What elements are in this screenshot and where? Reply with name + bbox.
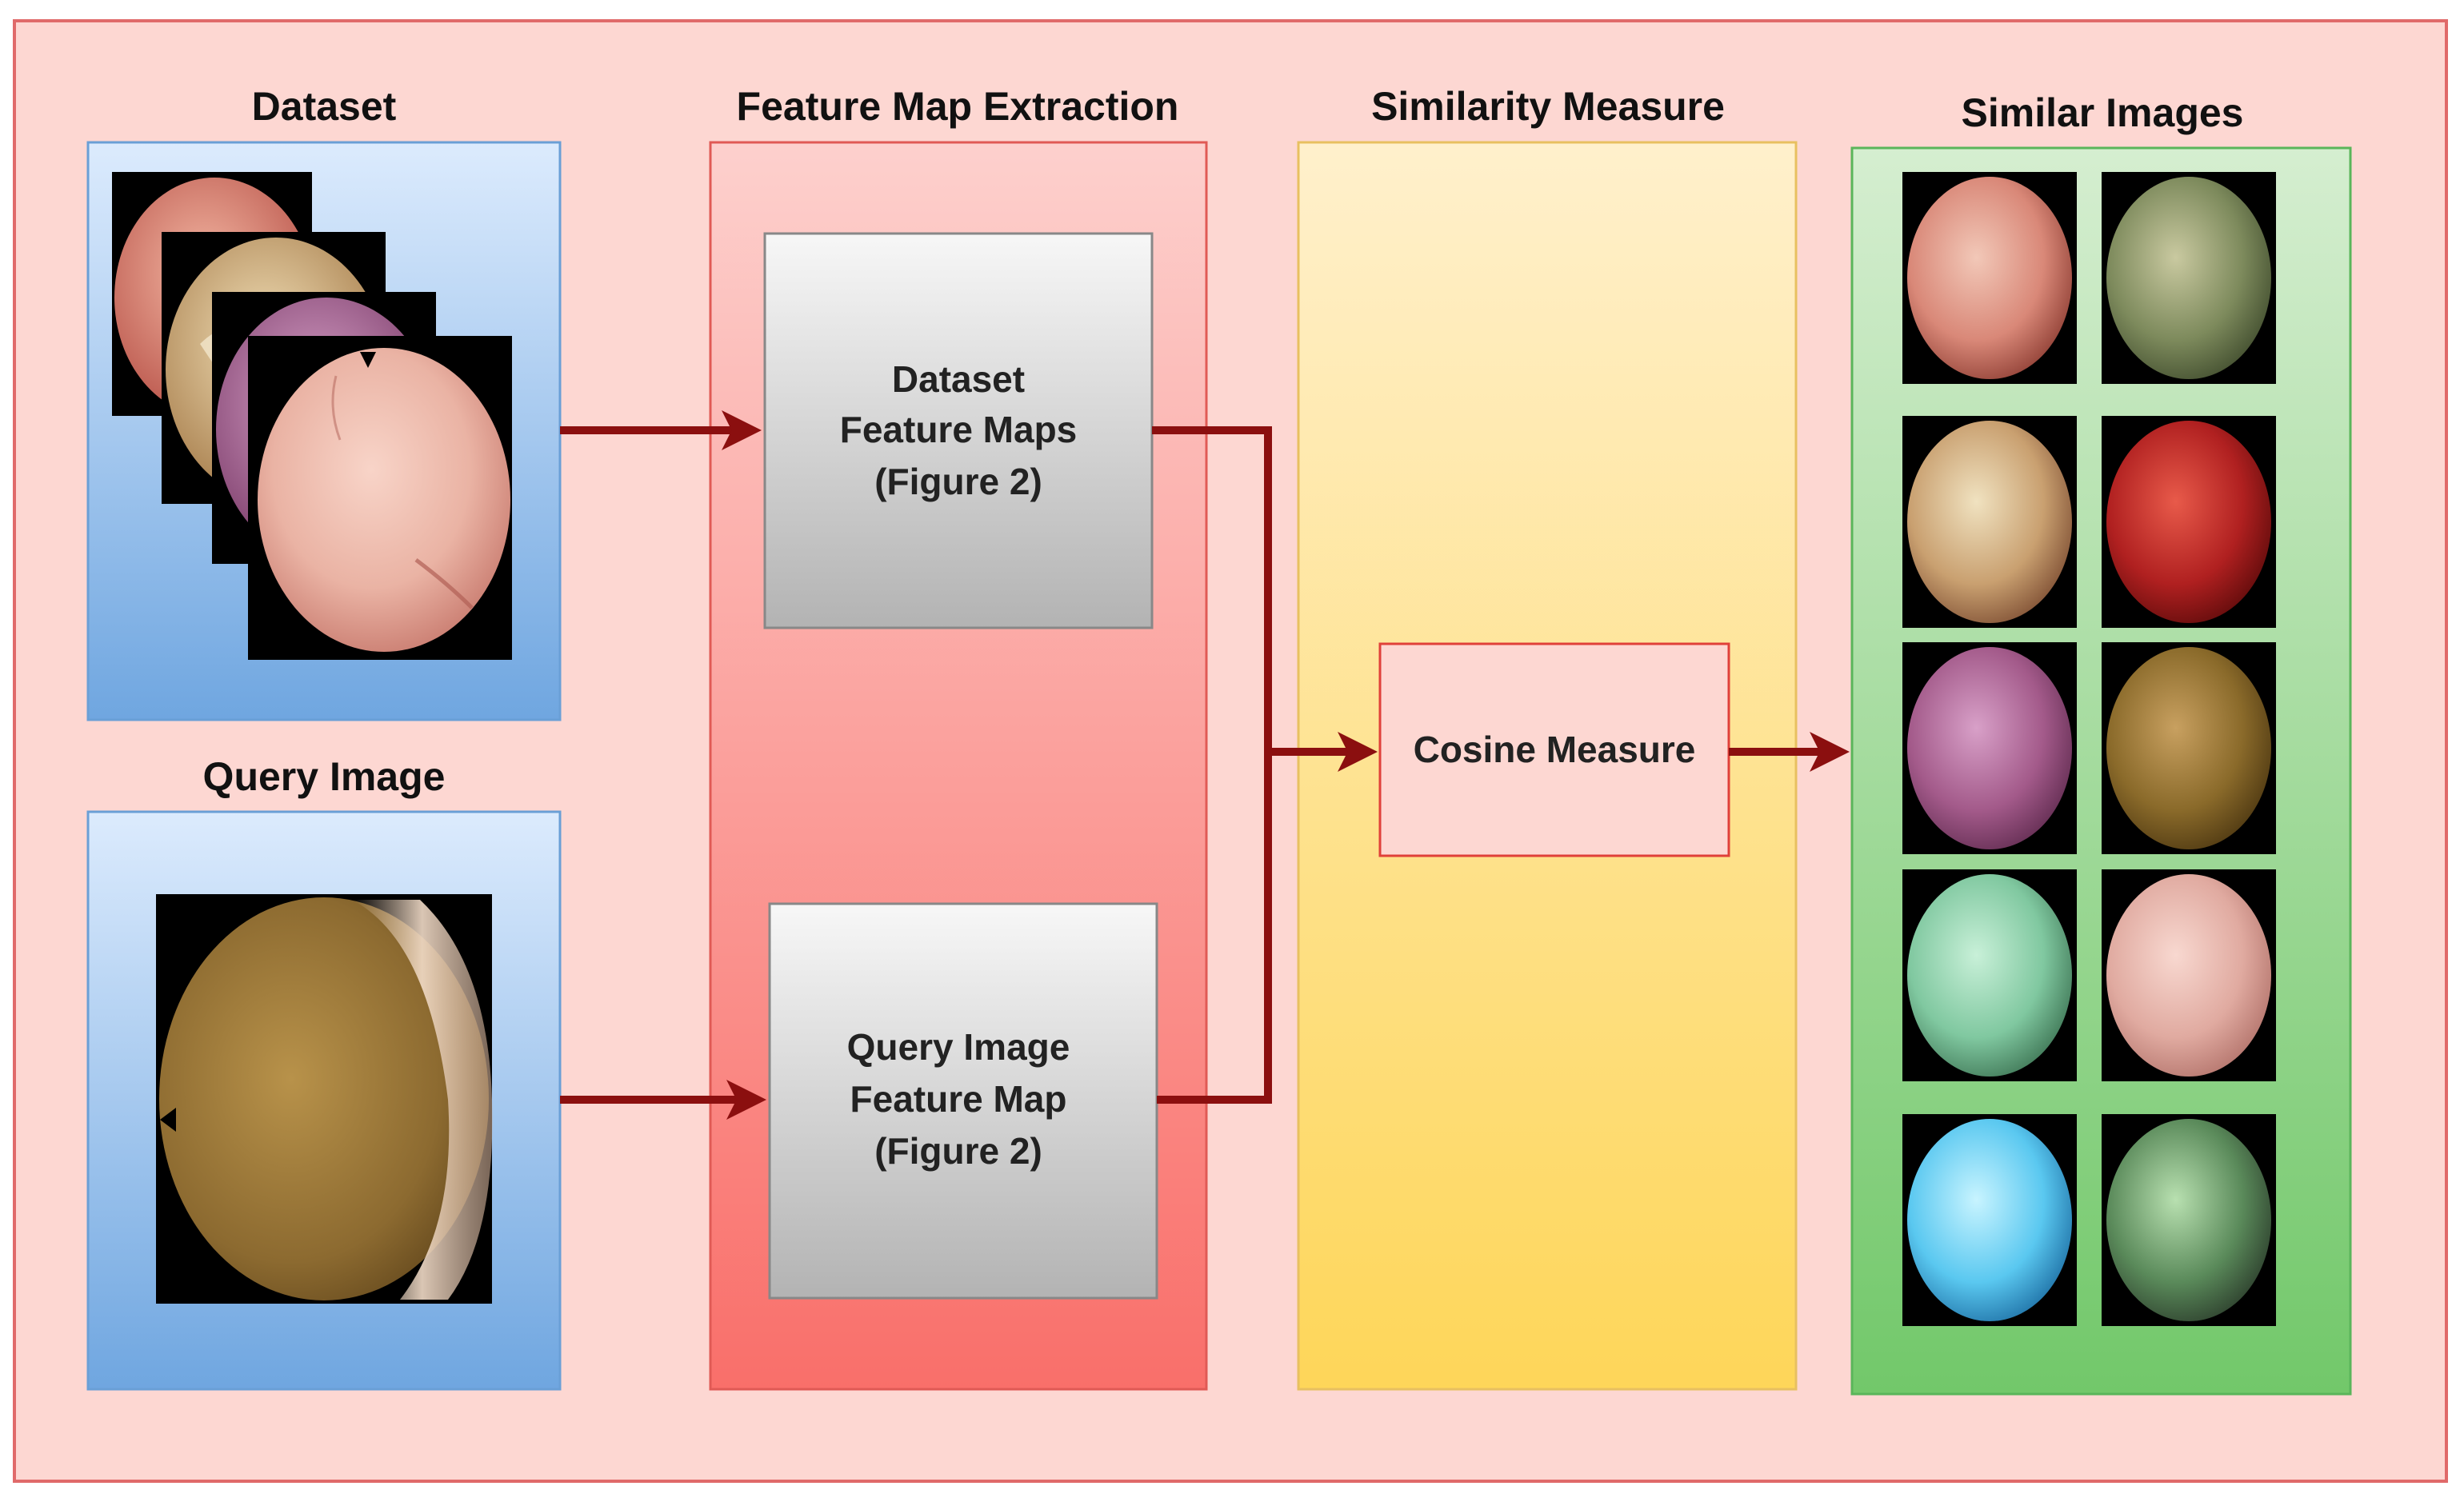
similar-images-header: Similar Images	[1962, 90, 2244, 135]
result-image-9	[1902, 1114, 2077, 1326]
result-image-5	[1902, 642, 2077, 854]
result-image-1	[1902, 172, 2077, 384]
connector-query-feature-map	[1157, 752, 1272, 1104]
query-feature-map-line-3: (Figure 2)	[874, 1130, 1042, 1172]
dataset-image-4	[248, 336, 512, 660]
result-image-10	[2102, 1114, 2276, 1326]
result-image-7	[1902, 869, 2077, 1081]
dataset-feature-maps-line-2: Feature Maps	[840, 409, 1078, 450]
dataset-image-stack	[112, 172, 512, 660]
query-image	[156, 894, 493, 1304]
similar-images-grid	[1902, 172, 2276, 1326]
dataset-feature-maps-box	[763, 232, 1154, 629]
feature-map-extraction-header: Feature Map Extraction	[737, 84, 1179, 129]
result-image-4	[2102, 416, 2276, 628]
cosine-measure-label: Cosine Measure	[1414, 729, 1696, 770]
connector-dataset-feature-maps	[1152, 426, 1272, 752]
result-image-2	[2102, 172, 2276, 384]
result-image-3	[1902, 416, 2077, 628]
dataset-feature-maps-line-1: Dataset	[892, 358, 1025, 400]
query-feature-map-line-1: Query Image	[847, 1026, 1070, 1068]
dataset-feature-maps-line-3: (Figure 2)	[874, 461, 1042, 502]
cosine-measure-box	[1378, 642, 1730, 857]
query-feature-map-box	[768, 902, 1158, 1300]
query-image-header: Query Image	[203, 754, 446, 799]
dataset-header: Dataset	[252, 84, 397, 129]
flow-arrows	[560, 410, 1850, 1120]
result-image-8	[2102, 869, 2276, 1081]
result-image-6	[2102, 642, 2276, 854]
query-feature-map-line-2: Feature Map	[850, 1078, 1067, 1120]
similarity-measure-header: Similarity Measure	[1371, 84, 1725, 129]
